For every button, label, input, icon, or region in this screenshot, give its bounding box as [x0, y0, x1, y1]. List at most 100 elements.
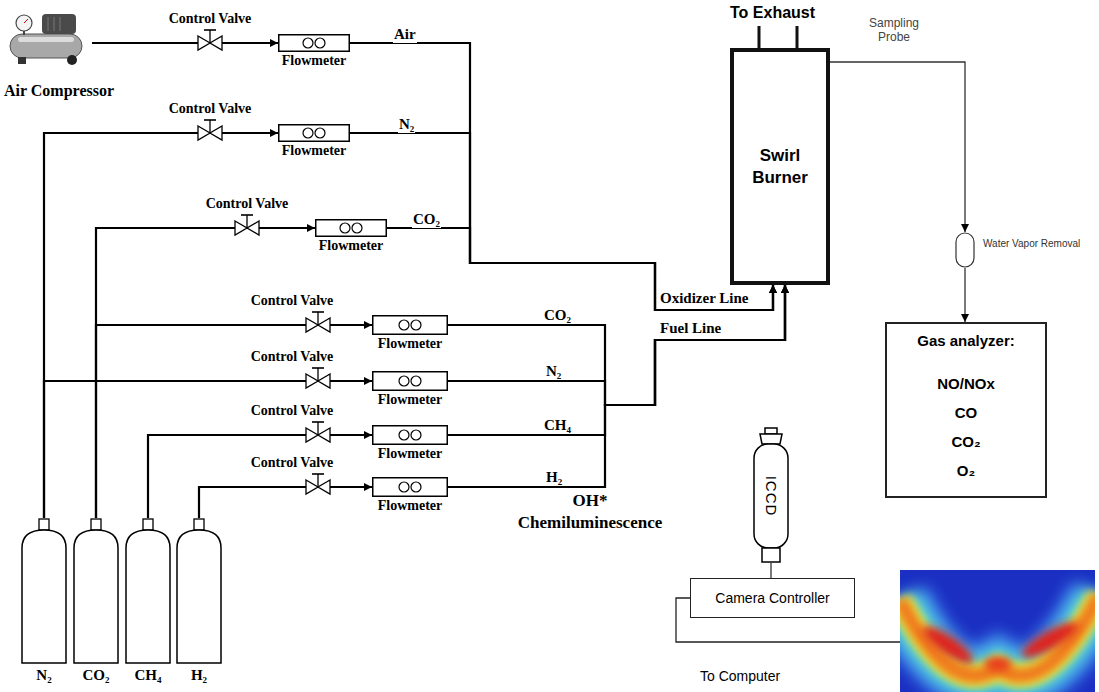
valve-body: [318, 374, 330, 388]
flowmeter-box: Flowmeter: [372, 425, 448, 445]
cylinder-neck: [194, 519, 204, 530]
camera-neck: [760, 434, 782, 444]
control-valve: Control Valve: [198, 36, 222, 50]
analyzer-species: CO: [955, 404, 978, 421]
shape-outline: [955, 232, 975, 268]
flowmeter-outline: [373, 316, 448, 335]
flowmeter-rotor: [315, 128, 325, 138]
gas-pipe: [350, 43, 773, 310]
camera-base: [762, 548, 780, 562]
gas-cylinder: H₂: [175, 518, 223, 664]
valve-stem: [317, 312, 318, 325]
shape-outline: [198, 126, 222, 140]
valve-body: [198, 36, 210, 50]
pipe-label: CO₂: [412, 211, 441, 228]
shape-outline: [306, 428, 330, 442]
gas-pipe: [387, 228, 773, 310]
gas-analyzer-box: Gas analyzer:NO/NOxCOCO₂O₂: [885, 322, 1047, 498]
pipe-label: Sampling Probe: [858, 16, 930, 45]
trap-outline: [956, 233, 974, 267]
valve-body: [306, 428, 318, 442]
flowmeter-label: Flowmeter: [378, 446, 443, 462]
valve-body: [318, 480, 330, 494]
wheel: [67, 55, 77, 65]
valve-label: Control Valve: [251, 403, 334, 419]
flowmeter-outline: [373, 478, 448, 497]
flowmeter-box: Flowmeter: [372, 371, 448, 391]
motor-fin: [60, 17, 61, 31]
gas-pipe: [222, 132, 278, 134]
line-label: Fuel Line: [660, 320, 721, 337]
analyzer-species: NO/NOx: [937, 375, 995, 392]
flowmeter-rotor: [399, 430, 409, 440]
cylinder-neck: [91, 519, 101, 530]
cylinder-label: CO₂: [83, 667, 110, 684]
valve-handle: [312, 421, 324, 423]
flowmeter-rotor: [303, 128, 313, 138]
flowmeter-box: Flowmeter: [278, 34, 350, 52]
device-label: Air Compressor: [4, 82, 114, 100]
shape-outline: [372, 477, 448, 497]
pipe-label: CO₂: [543, 307, 572, 324]
flowmeter-label: Flowmeter: [282, 53, 347, 69]
controller-label: Camera Controller: [715, 590, 829, 606]
flowmeter-box: Flowmeter: [372, 315, 448, 335]
water-vapor-trap: Water Vapor Removal: [955, 232, 975, 268]
flowmeter-outline: [279, 125, 350, 142]
flowmeter-outline: [279, 35, 350, 52]
technique-label: OH* Chemiluminescence: [505, 490, 675, 534]
valve-stem: [246, 215, 247, 228]
camera-body: [754, 444, 788, 548]
valve-handle: [312, 367, 324, 369]
pipe-label: CH₄: [543, 417, 572, 434]
valve-body: [210, 36, 222, 50]
valve-body: [306, 374, 318, 388]
motor: [42, 14, 76, 34]
exhaust-label: To Exhaust: [730, 4, 815, 22]
gas-cylinder: CO₂: [72, 518, 120, 664]
sample-line: [830, 62, 965, 232]
control-valve: Control Valve: [306, 374, 330, 388]
gas-pipe: [96, 228, 235, 518]
gas-pipe: [448, 285, 785, 405]
valve-label: Control Valve: [169, 11, 252, 27]
shape-outline: [124, 518, 172, 664]
shape-outline: [372, 315, 448, 335]
valve-label: Control Valve: [251, 349, 334, 365]
valve-handle: [312, 311, 324, 313]
flowmeter-label: Flowmeter: [378, 392, 443, 408]
valve-body: [306, 318, 318, 332]
valve-handle: [204, 29, 216, 31]
control-valve: Control Valve: [306, 480, 330, 494]
shape-outline: [72, 518, 120, 664]
flowmeter-label: Flowmeter: [378, 498, 443, 514]
valve-handle: [312, 473, 324, 475]
flowmeter-outline: [316, 220, 387, 237]
analyzer-species: O₂: [957, 462, 975, 479]
flowmeter-rotor: [352, 223, 362, 233]
pipe-label: Air: [393, 26, 417, 43]
flowmeter-label: Flowmeter: [282, 143, 347, 159]
flowmeter-rotor: [411, 430, 421, 440]
flowmeter-rotor: [411, 482, 421, 492]
exhaust-pipe: [758, 26, 761, 49]
gas-pipe: [222, 42, 278, 44]
valve-body: [235, 221, 247, 235]
valve-stem: [209, 30, 210, 43]
trap-label: Water Vapor Removal: [983, 238, 1080, 249]
flowmeter-box: Flowmeter: [372, 477, 448, 497]
sample-line: [964, 268, 965, 322]
camera-label: ICCD: [763, 476, 780, 517]
shape-outline: [372, 425, 448, 445]
pipe-label: H₂: [545, 469, 563, 486]
gas-pipe: [44, 381, 306, 518]
valve-stem: [317, 422, 318, 435]
flowmeter-rotor: [411, 320, 421, 330]
gas-pipe: [330, 380, 372, 382]
gauge-needle: [24, 19, 28, 23]
flowmeter-rotor: [399, 482, 409, 492]
valve-body: [198, 126, 210, 140]
pipe-label: N₂: [545, 363, 562, 380]
cylinder-body: [126, 530, 170, 663]
